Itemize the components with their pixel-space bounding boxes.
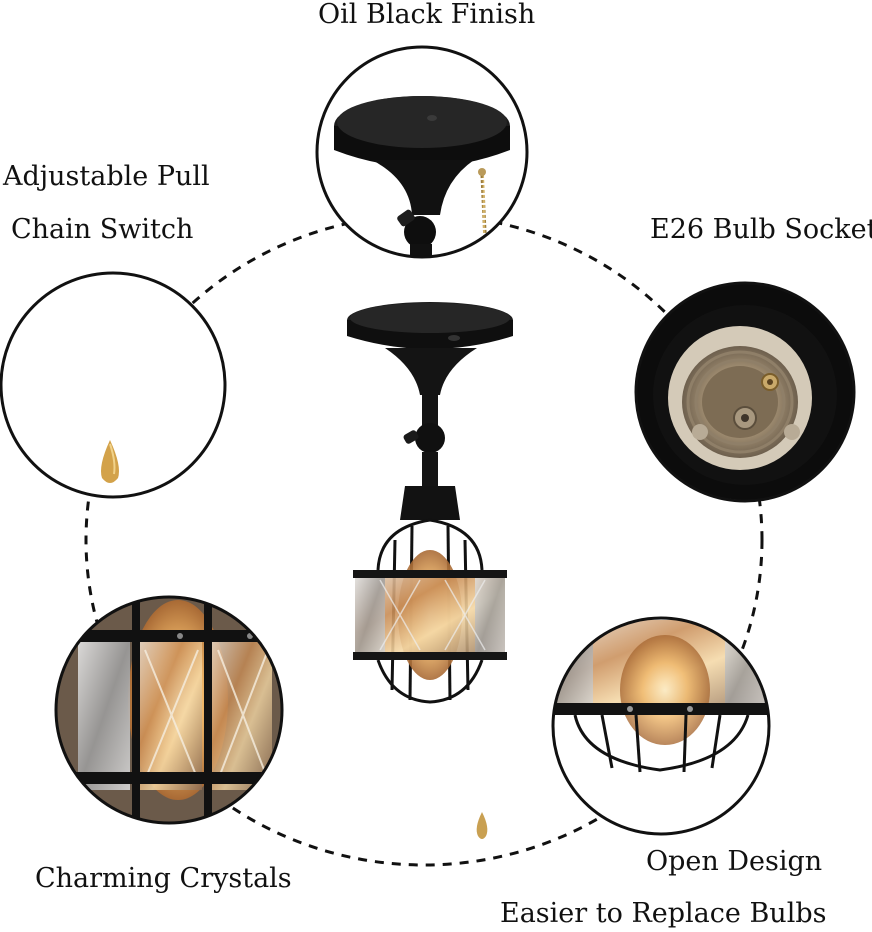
label-pull-chain-line1: Adjustable Pull: [3, 161, 210, 192]
main-fixture: [347, 302, 513, 839]
label-charming-crystals: Charming Crystals: [35, 863, 292, 894]
detail-charming-crystals: [54, 595, 284, 825]
label-easier-bulbs: Easier to Replace Bulbs: [500, 898, 827, 929]
label-pull-chain-line2: Chain Switch: [11, 214, 194, 245]
label-oil-black-finish: Oil Black Finish: [318, 0, 536, 30]
detail-oil-black-finish: [315, 45, 529, 259]
detail-open-design: [551, 616, 771, 836]
label-e26-socket: E26 Bulb Socket: [650, 214, 872, 245]
dashed-outline-circle: [84, 213, 764, 867]
detail-pull-chain: [0, 271, 227, 499]
label-open-design: Open Design: [646, 846, 823, 877]
detail-e26-socket: [634, 281, 856, 503]
